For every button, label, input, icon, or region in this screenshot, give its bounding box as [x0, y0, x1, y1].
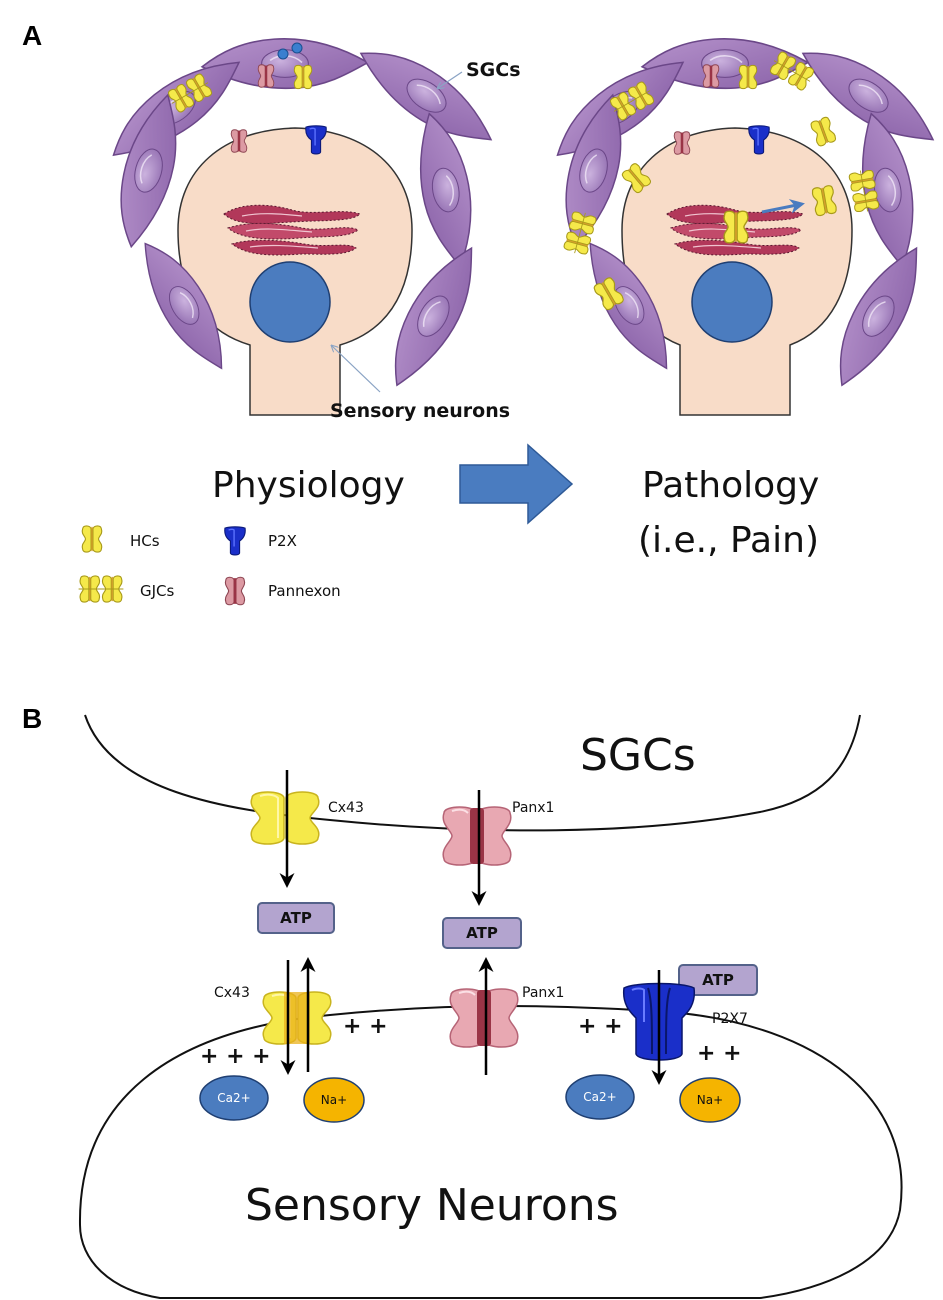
cx43-hemichannel-top [250, 791, 320, 845]
charge-plus-right-b: + + [697, 1041, 742, 1066]
charge-plus-center: + + [343, 1014, 388, 1039]
panx1-channel-bottom [449, 988, 519, 1048]
atp-right-label: ATP [702, 971, 734, 989]
er-stack [223, 204, 361, 256]
neuron-membrane [78, 1005, 903, 1299]
panx1-channel-top [442, 806, 512, 866]
hemichannel-icon [809, 115, 838, 148]
legend-gjcs-label: GJCs [140, 582, 175, 600]
hemichannel-icon [738, 64, 758, 90]
pannexon-icon [257, 64, 275, 88]
atp-box-right: ATP [678, 964, 758, 996]
atp-middle-label: ATP [466, 924, 498, 942]
legend-hcs-label: HCs [130, 532, 160, 550]
physiology-to-pathology-arrow [459, 443, 574, 525]
charge-plus-right-a: + + [578, 1014, 623, 1039]
hemichannel-legend-icon [81, 525, 103, 553]
calcium-ion-left: Ca2+ [199, 1075, 269, 1121]
ca-right-label: Ca2+ [583, 1090, 616, 1104]
charge-plus-left: + + + [200, 1044, 271, 1069]
neurons-pointer-line [332, 346, 381, 393]
legend-pannexon-label: Pannexon [268, 582, 341, 600]
pannexon-icon [673, 131, 691, 155]
legend-p2x-label: P2X [268, 532, 297, 550]
gap-junction-legend-icon [79, 576, 124, 602]
hemichannel-icon [723, 210, 749, 244]
panx1-top-label: Panx1 [512, 800, 554, 816]
sensory-neurons-label: Sensory neurons [330, 400, 510, 422]
vesicle [277, 48, 289, 60]
physiology-label: Physiology [212, 465, 405, 506]
panel-a-label: A [22, 20, 42, 51]
pathology-cell-cluster [541, 31, 943, 416]
atp-left-label: ATP [280, 909, 312, 927]
sodium-ion-left: Na+ [303, 1077, 365, 1123]
panx1-bottom-label: Panx1 [522, 985, 564, 1001]
sgcs-label: SGCs [466, 59, 521, 81]
sgcs-region-title: SGCs [580, 730, 696, 781]
pathology-subtitle: (i.e., Pain) [638, 520, 819, 561]
pannexon-legend-icon [224, 576, 246, 606]
pannexon-icon [230, 129, 248, 153]
p2x-legend-icon [224, 526, 246, 556]
vesicle [291, 42, 303, 54]
pannexon-icon [702, 64, 720, 88]
atp-box-left: ATP [257, 902, 335, 934]
p2x7-label: P2X7 [712, 1011, 748, 1027]
calcium-ion-right: Ca2+ [565, 1074, 635, 1120]
sodium-ion-right: Na+ [679, 1077, 741, 1123]
panel-b-label: B [22, 703, 42, 734]
cx43-top-label: Cx43 [328, 800, 364, 816]
physiology-cell-cluster [97, 31, 505, 416]
neuron-nucleus [691, 261, 773, 343]
sgcs-pointer-line [438, 71, 463, 88]
legend: HCs GJCs P2X Pannexon [79, 525, 341, 606]
ca-left-label: Ca2+ [217, 1091, 250, 1105]
atp-box-middle: ATP [442, 917, 522, 949]
sensory-neurons-region-title: Sensory Neurons [245, 1180, 619, 1231]
hemichannel-icon [293, 64, 313, 90]
translocation-arrow [761, 198, 805, 214]
neuron-nucleus [249, 261, 331, 343]
na-right-label: Na+ [697, 1093, 723, 1107]
na-left-label: Na+ [321, 1093, 347, 1107]
pathology-label: Pathology [642, 465, 819, 506]
cx43-bottom-label: Cx43 [214, 985, 250, 1001]
